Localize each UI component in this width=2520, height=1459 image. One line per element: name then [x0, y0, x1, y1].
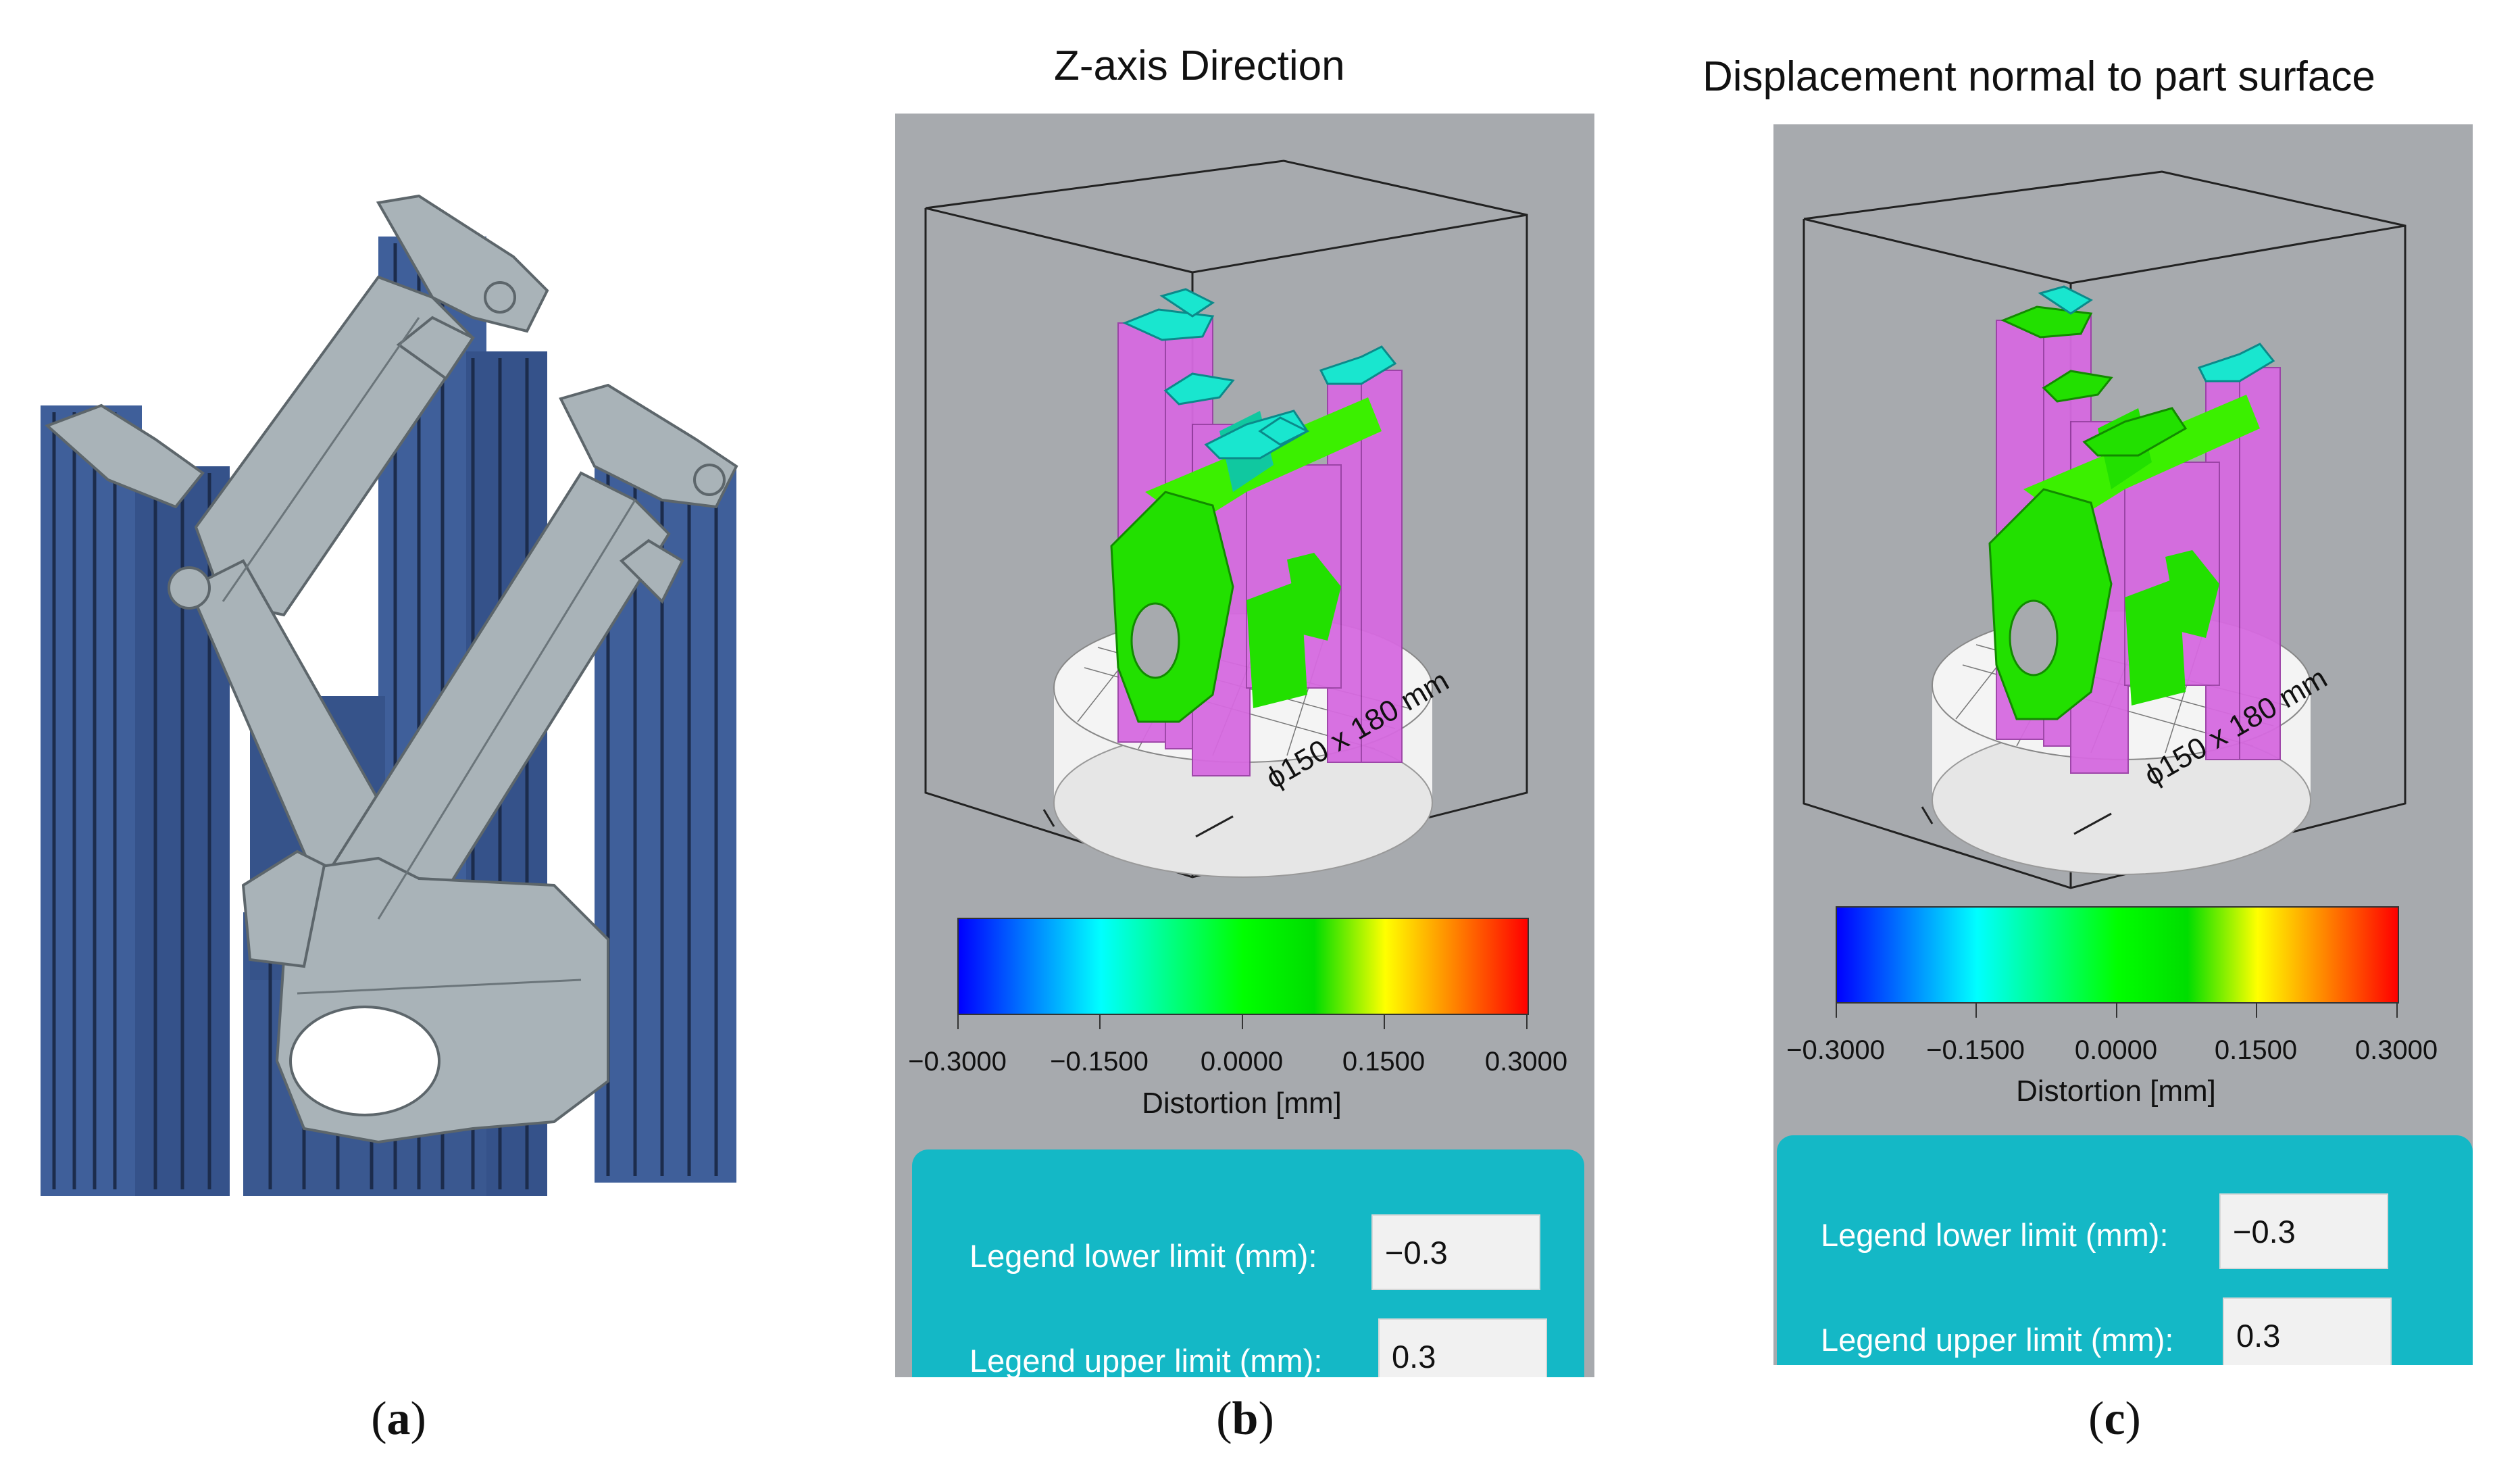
plate-axes — [1042, 809, 1234, 838]
part-top-pads-c — [2000, 305, 2188, 457]
colorbar-tick-label: −0.3000 — [908, 1047, 1007, 1077]
part-with-supports-render — [41, 194, 738, 1196]
upper-limit-input[interactable]: 0.3 — [2223, 1297, 2392, 1365]
upper-limit-input[interactable]: 0.3 — [1378, 1318, 1547, 1377]
part-top-pads-cyan-c — [2038, 285, 2275, 382]
lower-limit-label: Legend lower limit (mm): — [1821, 1217, 2169, 1253]
simulation-viewport-c[interactable]: ϕ150 x 180 mm −0.3000 −0.1500 0.0000 0.1… — [1773, 124, 2473, 1365]
upper-limit-label: Legend upper limit (mm): — [1821, 1322, 2174, 1358]
distortion-render-b: ϕ150 x 180 mm — [924, 159, 1528, 879]
caption-c: (c) — [2088, 1393, 2141, 1445]
caption-b: (b) — [1216, 1393, 1274, 1445]
caption-a: (a) — [371, 1393, 426, 1445]
colorbar-tick-label: −0.1500 — [1926, 1035, 2025, 1065]
simulation-viewport-b[interactable]: ϕ150 x 180 mm −0.3000 −0.1500 0.0000 0.1… — [895, 114, 1594, 1377]
legend-limits-panel-c: Legend lower limit (mm): −0.3 Legend upp… — [1777, 1135, 2473, 1365]
colorbar-title-c: Distortion [mm] — [2016, 1074, 2216, 1108]
colorbar-tick-label: 0.3000 — [1484, 1047, 1568, 1077]
upper-limit-label: Legend upper limit (mm): — [969, 1343, 1323, 1377]
colorbar-tick-label: −0.3000 — [1786, 1035, 1885, 1065]
colorbar-tick-label: 0.0000 — [1200, 1047, 1284, 1077]
lower-limit-label: Legend lower limit (mm): — [969, 1238, 1317, 1274]
lower-limit-input[interactable]: −0.3 — [2219, 1193, 2388, 1269]
colorbar-tick-label: 0.0000 — [2074, 1035, 2158, 1065]
colorbar-c — [1836, 906, 2399, 1004]
colorbar-title-b: Distortion [mm] — [1142, 1087, 1342, 1120]
legend-limits-panel-b: Legend lower limit (mm): −0.3 Legend upp… — [912, 1149, 1584, 1377]
colorbar-b — [957, 918, 1529, 1015]
colorbar-ticks-b: −0.3000 −0.1500 0.0000 0.1500 0.3000 — [908, 1014, 1567, 1077]
colorbar-tick-label: 0.3000 — [2354, 1035, 2438, 1065]
colorbar-ticks-c: −0.3000 −0.1500 0.0000 0.1500 0.3000 — [1786, 1003, 2438, 1065]
part-top-pads-b — [1122, 288, 1397, 460]
bracket-parts — [45, 194, 738, 1144]
colorbar-tick-label: 0.1500 — [1342, 1047, 1426, 1077]
distortion-render-c: ϕ150 x 180 mm — [1803, 170, 2406, 889]
part-body-c — [1988, 395, 2260, 720]
colorbar-tick-label: −0.1500 — [1050, 1047, 1149, 1077]
plate-axes — [1921, 806, 2112, 835]
bracket-edges — [222, 317, 636, 995]
colorbar-tick-label: 0.1500 — [2214, 1035, 2298, 1065]
panel-b-title: Z-axis Direction — [1054, 43, 1345, 89]
lower-limit-input[interactable]: −0.3 — [1371, 1214, 1540, 1290]
panel-c-title: Displacement normal to part surface — [1703, 53, 2375, 100]
